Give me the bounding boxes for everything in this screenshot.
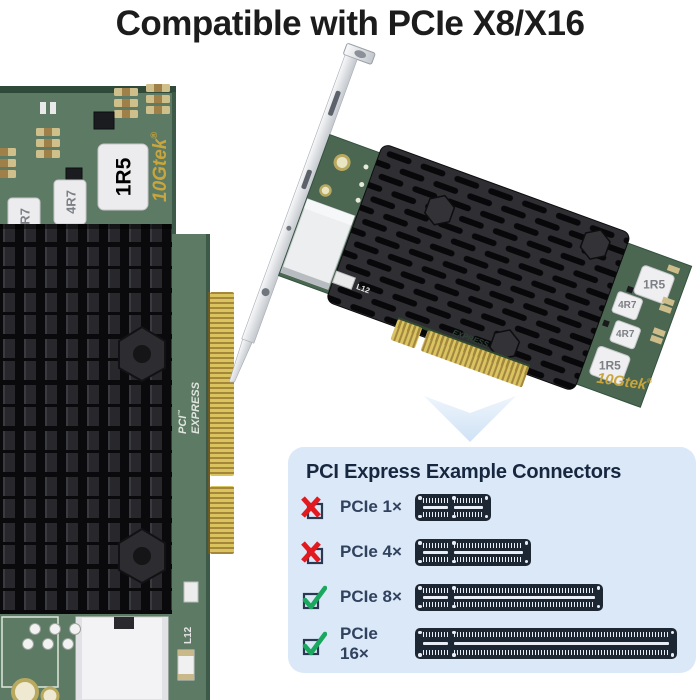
row-label: PCIe 4× — [340, 542, 402, 561]
svg-text:1R5: 1R5 — [113, 157, 136, 196]
brand-text: 10Gtek® — [596, 370, 654, 395]
compat-rows: PCIe 1× PCIe 4× — [300, 493, 684, 663]
row-label: PCIe 8× — [340, 587, 402, 606]
inductor-4r7-2: 4R7 — [53, 179, 87, 225]
compat-row-pcie16x: PCIe 16× — [300, 624, 684, 663]
svg-text:PCI™: PCI™ — [177, 410, 189, 434]
row-label: PCIe 16× — [340, 623, 378, 663]
coil-label: L12 — [183, 626, 194, 644]
rj45-port — [280, 198, 356, 290]
edge-connector-gold-fingers — [208, 292, 238, 554]
rj45-shield — [75, 616, 169, 700]
page-title: Compatible with PCIe X8/X16 — [115, 4, 585, 43]
slot-graphic-pcie4x — [415, 538, 531, 566]
svg-text:EXPRESS: EXPRESS — [190, 381, 202, 434]
pcie-card-closeup-image: 4R7 4R7 1R5 10Gtek® — [0, 84, 238, 700]
cross-icon — [300, 494, 327, 521]
right-card-components: 1R5 4R7 4R7 1R5 10Gtek® EXPRESS L12 — [331, 264, 681, 395]
push-pin-icon — [579, 229, 611, 260]
compat-row-pcie8x: PCIe 8× — [300, 583, 684, 611]
check-icon — [300, 584, 327, 611]
slot-graphic-pcie16x — [415, 628, 677, 659]
check-icon — [300, 630, 327, 657]
slot-graphic-pcie1x — [415, 493, 491, 521]
compat-row-pcie1x: PCIe 1× — [300, 493, 684, 521]
inductor-1r5: 1R5 — [97, 143, 149, 211]
panel-title: PCI Express Example Connectors — [306, 461, 622, 483]
left-card-bottom: L12 — [1, 616, 195, 700]
svg-text:4R7: 4R7 — [618, 300, 637, 311]
svg-text:1R5: 1R5 — [643, 278, 665, 292]
pci-express-silkscreen: PCI™ EXPRESS — [177, 381, 202, 434]
connectors-panel: PCI Express Example Connectors PCIe 1× — [288, 447, 696, 673]
svg-text:4R7: 4R7 — [616, 329, 635, 340]
brand-text: 10Gtek® — [149, 132, 171, 202]
svg-text:1R5: 1R5 — [599, 358, 621, 372]
down-arrow-icon — [424, 396, 516, 442]
push-pin-icon — [423, 194, 456, 226]
svg-text:4R7: 4R7 — [64, 190, 79, 214]
cross-icon — [300, 539, 327, 566]
edge-connector-gold-fingers — [390, 317, 531, 388]
compat-row-pcie4x: PCIe 4× — [300, 538, 684, 566]
left-card-heatsink — [0, 224, 172, 614]
row-label: PCIe 1× — [340, 497, 402, 516]
slot-graphic-pcie8x — [415, 583, 603, 611]
pcie-card-angled-image: 1R5 4R7 4R7 1R5 10Gtek® EXPRESS L12 — [230, 43, 693, 408]
